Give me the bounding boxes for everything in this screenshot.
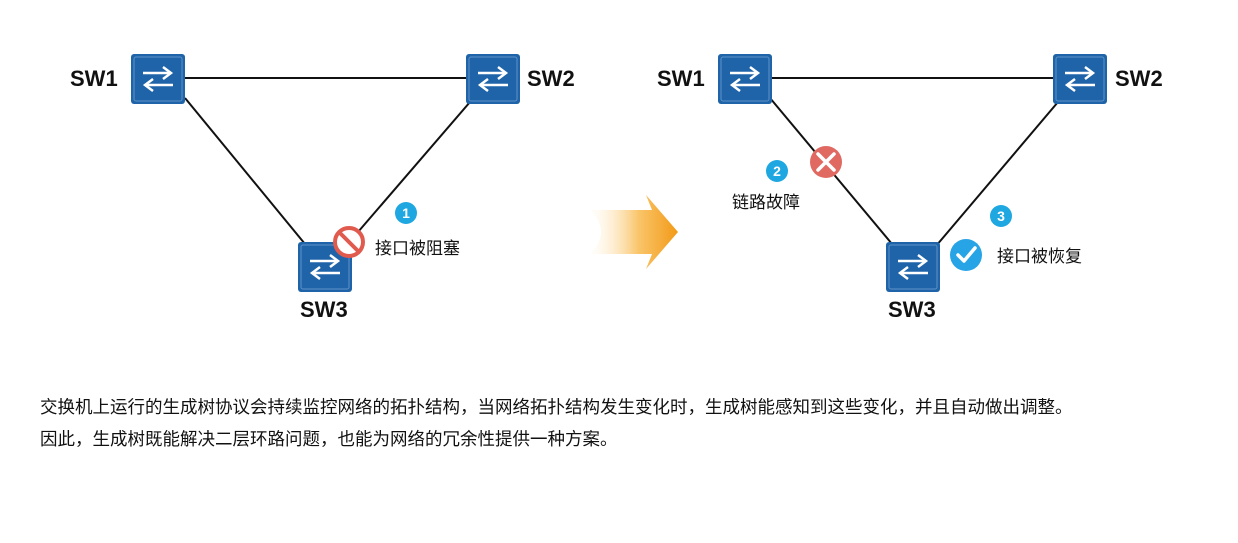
blocked-icon <box>333 226 365 258</box>
recovery-label: 接口被恢复 <box>997 247 1082 267</box>
arrow-right-icon <box>590 195 678 269</box>
fault-label: 链路故障 <box>732 193 800 213</box>
switch-label-sw3: SW3 <box>888 297 936 322</box>
step-badge-1: 1 <box>395 202 417 224</box>
link-sw2-sw3 <box>357 101 471 233</box>
check-icon <box>950 239 982 271</box>
switch-label-sw1: SW1 <box>657 66 705 91</box>
switch-label-sw2: SW2 <box>527 66 575 91</box>
blocked-label: 接口被阻塞 <box>375 239 460 259</box>
svg-text:1: 1 <box>402 205 410 221</box>
fault-x-icon <box>810 146 842 178</box>
step-badge-2: 2 <box>766 160 788 182</box>
switch-label-sw3: SW3 <box>300 297 348 322</box>
description-line-2: 因此，生成树既能解决二层环路问题，也能为网络的冗余性提供一种方案。 <box>40 430 618 450</box>
description: 交换机上运行的生成树协议会持续监控网络的拓扑结构，当网络拓扑结构发生变化时，生成… <box>40 392 1210 456</box>
switch-icon[interactable] <box>464 52 522 106</box>
switch-icon[interactable] <box>884 240 942 294</box>
link-sw1-sw3 <box>184 97 306 245</box>
svg-text:3: 3 <box>997 208 1005 224</box>
link-sw2-sw3 <box>935 101 1059 247</box>
svg-text:2: 2 <box>773 163 781 179</box>
switch-label-sw2: SW2 <box>1115 66 1163 91</box>
description-line-1: 交换机上运行的生成树协议会持续监控网络的拓扑结构，当网络拓扑结构发生变化时，生成… <box>40 398 1073 418</box>
switch-label-sw1: SW1 <box>70 66 118 91</box>
switch-icon[interactable] <box>129 52 187 106</box>
step-badge-3: 3 <box>990 205 1012 227</box>
switch-icon[interactable] <box>716 52 774 106</box>
switch-icon[interactable] <box>1051 52 1109 106</box>
left-topology: SW1 SW2 SW3 1 接口被阻塞 <box>70 52 575 322</box>
right-topology: SW1 SW2 SW3 2 链路故障 3 接口被恢复 <box>657 52 1163 322</box>
